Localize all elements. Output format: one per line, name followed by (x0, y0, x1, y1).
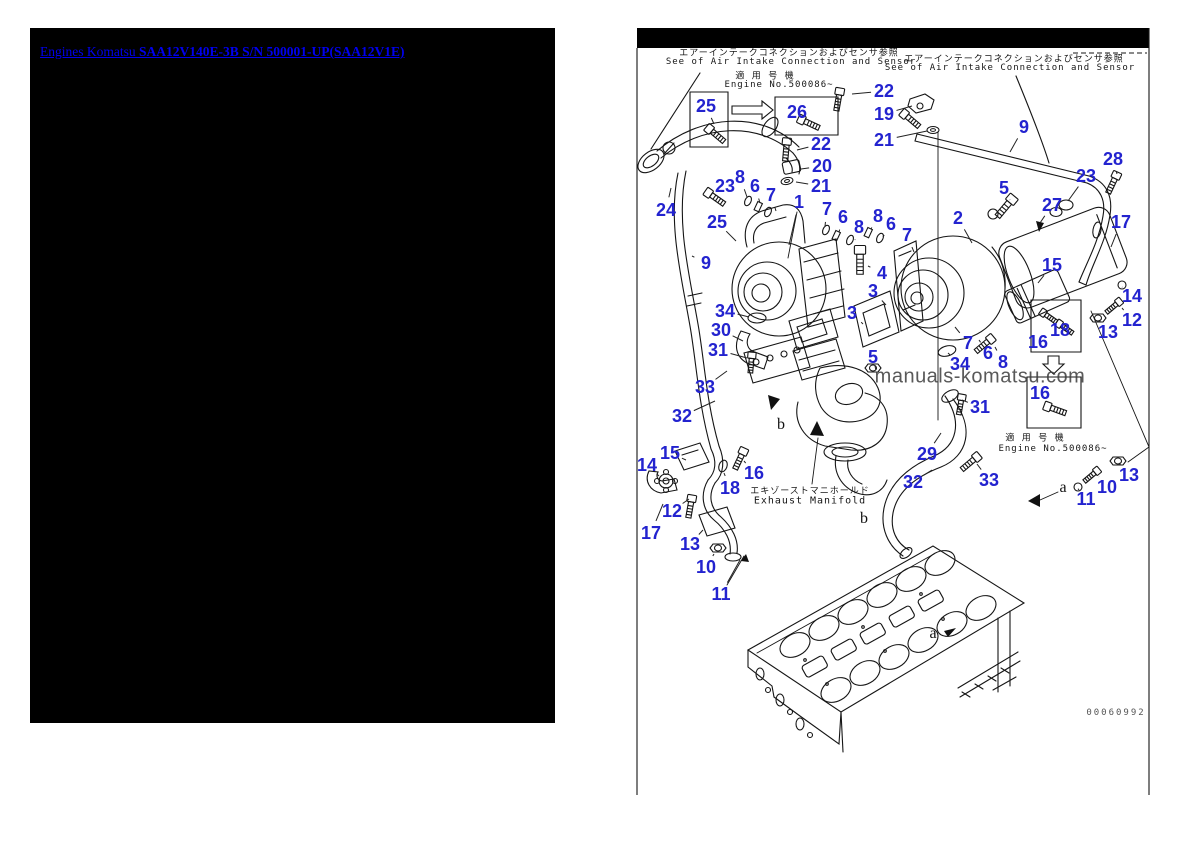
callout-20: 20 (811, 156, 833, 176)
callout-15: 15 (659, 443, 681, 463)
callout-16: 16 (1027, 332, 1049, 352)
callout-10: 10 (695, 557, 717, 577)
callout-11: 11 (711, 584, 731, 604)
callout-32: 32 (902, 472, 924, 492)
callout-27: 27 (1041, 195, 1063, 215)
callout-11: 11 (1076, 489, 1096, 509)
callout-22: 22 (810, 134, 832, 154)
callout-28: 28 (1102, 149, 1124, 169)
diagram-label: 適 用 号 機 (735, 71, 795, 82)
callout-16: 16 (1029, 383, 1051, 403)
callout-17: 17 (1110, 212, 1132, 232)
callout-29: 29 (916, 444, 938, 464)
callout-32: 32 (671, 406, 693, 426)
callout-21: 21 (873, 130, 895, 150)
callout-12: 12 (661, 501, 683, 521)
callout-9: 9 (1018, 117, 1030, 137)
diagram-label: Engine No.500086~ (998, 444, 1108, 454)
callout-34: 34 (949, 354, 971, 374)
callout-7: 7 (765, 185, 777, 205)
callout-13: 13 (1097, 322, 1119, 342)
diagram-label: エキゾーストマニホールド (750, 486, 870, 497)
callout-31: 31 (969, 397, 991, 417)
callout-33: 33 (978, 470, 1000, 490)
callout-8: 8 (853, 217, 865, 237)
diagram-label: エアーインテークコネクションおよびセンサ参照 (679, 48, 899, 59)
callout-9: 9 (700, 253, 712, 273)
callout-14: 14 (1121, 286, 1143, 306)
callout-19: 19 (873, 104, 895, 124)
callout-8: 8 (997, 352, 1009, 372)
parts-line-art (634, 73, 1149, 752)
callout-8: 8 (872, 206, 884, 226)
callout-23: 23 (1075, 166, 1097, 186)
callout-7: 7 (962, 333, 974, 353)
ref-letter-b: b (777, 416, 785, 433)
document-number: 00060992 (1086, 708, 1146, 718)
diagram-label: 適 用 号 機 (1005, 433, 1065, 444)
callout-13: 13 (1118, 465, 1140, 485)
callout-4: 4 (876, 263, 888, 283)
callout-2: 2 (952, 208, 964, 228)
callout-34: 34 (714, 301, 736, 321)
callout-13: 13 (679, 534, 701, 554)
diagram-label: Engine No.500086~ (724, 80, 834, 90)
callout-24: 24 (655, 200, 677, 220)
watermark-text: manuals-komatsu.com (874, 365, 1086, 388)
callout-22: 22 (873, 81, 895, 101)
ref-letter-a: a (929, 625, 937, 642)
diagram-label: エアーインテークコネクションおよびセンサ参照 (904, 54, 1124, 65)
left-black-panel (30, 28, 555, 723)
callout-12: 12 (1121, 310, 1143, 330)
callout-16: 16 (743, 463, 765, 483)
callout-10: 10 (1096, 477, 1118, 497)
callout-7: 7 (821, 199, 833, 219)
diagram-label: See of Air Intake Connection and Sensor (884, 63, 1136, 73)
callout-3: 3 (867, 281, 879, 301)
breadcrumb-link-prefix: Engines Komatsu (40, 44, 139, 59)
diagram-label: See of Air Intake Connection and Sensor (665, 57, 917, 67)
callout-15: 15 (1041, 255, 1063, 275)
callout-1: 1 (793, 192, 805, 212)
diagram-label: Exhaust Manifold (753, 495, 867, 507)
callout-17: 17 (640, 523, 662, 543)
callout-30: 30 (710, 320, 732, 340)
callout-6: 6 (982, 343, 994, 363)
breadcrumb-link-model: SAA12V140E-3B S/N 500001-UP(SAA12V1E) (139, 44, 405, 59)
callout-7: 7 (901, 225, 913, 245)
callout-5: 5 (867, 347, 879, 367)
callout-6: 6 (749, 176, 761, 196)
callout-26: 26 (786, 102, 808, 122)
callout-8: 8 (734, 167, 746, 187)
callout-6: 6 (837, 207, 849, 227)
breadcrumb-link[interactable]: Engines Komatsu SAA12V140E-3B S/N 500001… (40, 44, 405, 60)
callout-6: 6 (885, 214, 897, 234)
callout-31: 31 (707, 340, 729, 360)
callout-21: 21 (810, 176, 832, 196)
callout-18: 18 (1049, 320, 1071, 340)
callout-18: 18 (719, 478, 741, 498)
callout-5: 5 (998, 178, 1010, 198)
callout-33: 33 (694, 377, 716, 397)
callout-25: 25 (706, 212, 728, 232)
callout-14: 14 (636, 455, 658, 475)
ref-letter-a: a (1059, 479, 1067, 496)
ref-letter-b: b (860, 510, 868, 527)
callout-25: 25 (695, 96, 717, 116)
callout-3: 3 (846, 303, 858, 323)
callout-23: 23 (714, 176, 736, 196)
